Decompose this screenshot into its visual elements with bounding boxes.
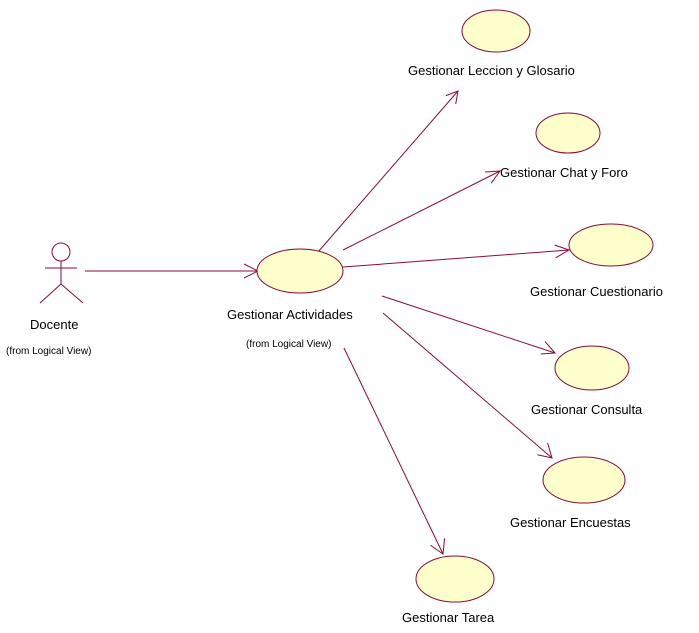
arrow-actor-to-gestionar-actividades (85, 263, 260, 279)
use-case-gestionar-cuestionario[interactable] (568, 223, 654, 267)
actor-label: Docente (30, 317, 79, 332)
use-case-label-encuestas: Gestionar Encuestas (510, 515, 631, 530)
use-case-label-cuestionario: Gestionar Cuestionario (530, 284, 663, 299)
arrow-to-consulta (381, 295, 557, 355)
use-case-label-chat-y-foro: Gestionar Chat y Foro (500, 165, 628, 180)
actor-docente-figure[interactable] (39, 242, 84, 304)
association-arrows (85, 90, 571, 555)
use-case-label-tarea: Gestionar Tarea (402, 610, 495, 625)
use-case-label-consulta: Gestionar Consulta (531, 402, 643, 417)
use-case-gestionar-chat-y-foro[interactable] (535, 112, 601, 154)
use-case-gestionar-consulta[interactable] (554, 345, 630, 391)
use-case-gestionar-tarea[interactable] (415, 555, 495, 603)
arrow-to-chat-foro (342, 170, 502, 251)
arrow-to-tarea (343, 347, 446, 555)
use-case-package-note: (from Logical View) (246, 339, 332, 350)
use-case-label-gestionar-actividades: Gestionar Actividades (227, 307, 353, 322)
arrow-to-leccion-glosario (317, 90, 459, 253)
arrow-to-encuestas (382, 312, 553, 459)
use-case-gestionar-leccion-y-glosario[interactable] (461, 9, 531, 53)
use-case-label-leccion-y-glosario: Gestionar Leccion y Glosario (408, 63, 575, 78)
use-case-gestionar-actividades[interactable] (256, 248, 344, 294)
arrow-to-cuestionario (342, 244, 571, 268)
use-case-gestionar-encuestas[interactable] (542, 456, 626, 504)
actor-package-note: (from Logical View) (6, 346, 92, 357)
use-case-ovals (256, 9, 654, 603)
